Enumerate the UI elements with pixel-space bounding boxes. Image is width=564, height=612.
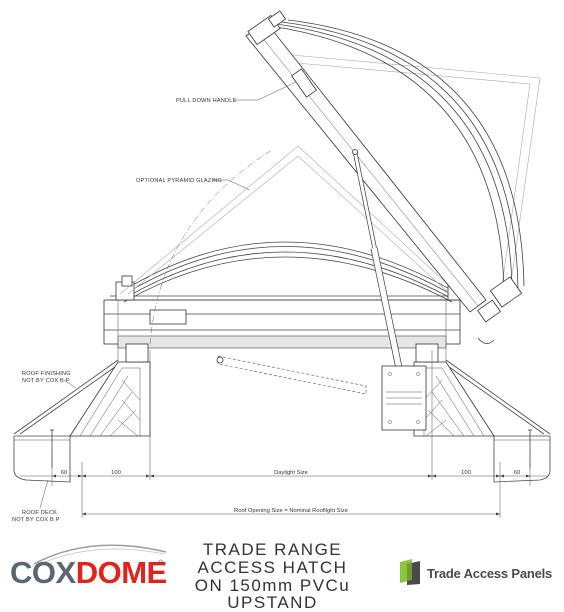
roof-finishing bbox=[13, 359, 551, 437]
dim-right-100: 100 bbox=[461, 470, 471, 476]
closed-dome bbox=[110, 241, 467, 303]
drawing-canvas: 60 100 Daylight Size 100 60 Roof Opening… bbox=[12, 10, 551, 523]
pyramid-glazing bbox=[119, 51, 541, 295]
callouts: PULL DOWN HANDLE OPTIONAL PYRAMID GLAZIN… bbox=[12, 81, 297, 523]
label-pull-down-handle: PULL DOWN HANDLE bbox=[176, 98, 237, 104]
dim-left-60: 60 bbox=[61, 470, 67, 476]
footer-title-line1: TRADE RANGE bbox=[202, 540, 343, 559]
coxdome-logo-dome: DOME bbox=[75, 555, 168, 590]
coxdome-logo-cox: COX bbox=[10, 555, 76, 590]
roof-deck bbox=[13, 429, 551, 483]
dim-roof-opening-size: Roof Opening Size = Nominal Rooflight Si… bbox=[234, 508, 348, 514]
dimension-lines bbox=[20, 474, 548, 516]
opening-arc bbox=[149, 149, 273, 345]
extension-lines bbox=[51, 350, 531, 518]
label-roof-finishing-2: NOT BY COX B P bbox=[22, 378, 70, 384]
trade-access-panels-logo-icon bbox=[400, 559, 420, 585]
footer-title-line2: ACCESS HATCH bbox=[197, 558, 348, 577]
upstand-frame bbox=[103, 299, 461, 363]
trade-access-panels-logo-text: Trade Access Panels bbox=[427, 566, 553, 581]
gas-strut bbox=[216, 149, 427, 431]
dim-left-100: 100 bbox=[111, 470, 121, 476]
coxdome-logo: COXDOME bbox=[10, 557, 167, 588]
label-roof-deck-2: NOT BY COX B P bbox=[12, 517, 60, 523]
open-lid bbox=[245, 10, 525, 344]
dim-daylight-size: Daylight Size bbox=[274, 470, 308, 476]
label-roof-deck-1: ROOF DECK bbox=[22, 510, 57, 516]
label-optional-pyramid-glazing: OPTIONAL PYRAMID GLAZING bbox=[136, 178, 222, 184]
footer-title-line3: ON 150mm PVCu UPSTAND bbox=[194, 576, 351, 612]
registered-mark: ® bbox=[158, 560, 164, 567]
dim-right-60: 60 bbox=[514, 470, 520, 476]
label-roof-finishing-1: ROOF FINISHING bbox=[22, 371, 71, 377]
coxdome-swoosh-icon bbox=[33, 544, 167, 566]
